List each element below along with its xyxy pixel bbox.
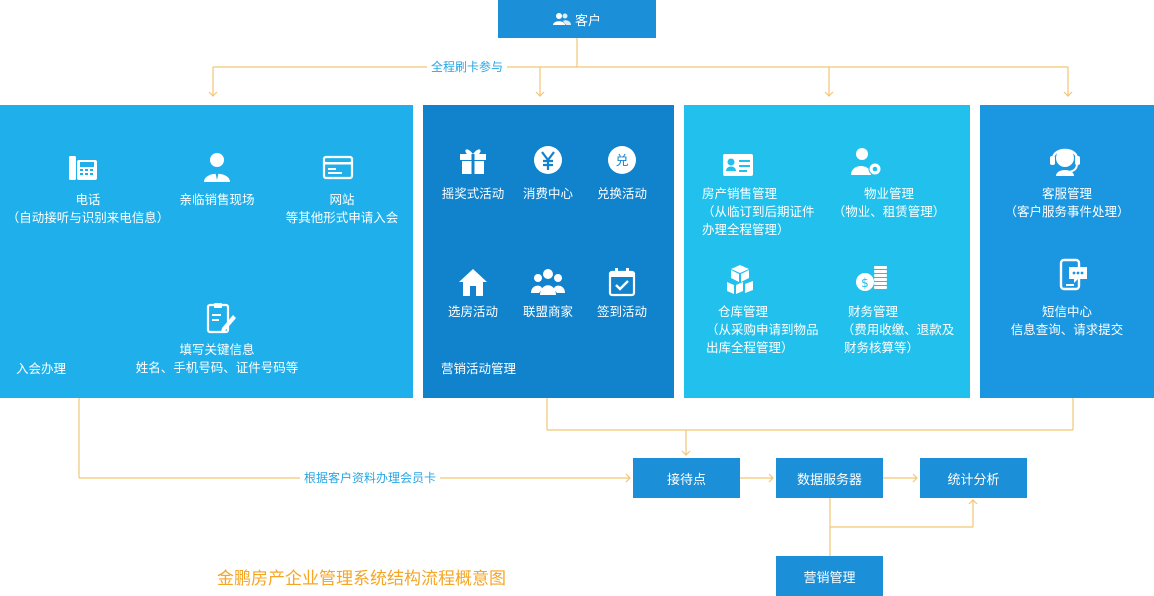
users-icon (552, 12, 571, 26)
form-title: 填写关键信息 (179, 343, 255, 357)
calendar-check-icon (605, 265, 639, 299)
merchants-icon (531, 265, 565, 299)
panel-marketing-activities: 摇奖式活动 消费中心 兑 兑换活动 选房活动 联盟商家 签到活动 营销活动管理 (423, 105, 674, 398)
panel-marketing-footer: 营销活动管理 (441, 362, 517, 376)
phone-title: 电话 (75, 193, 101, 207)
sms-phone-icon (1056, 257, 1090, 291)
service-mgmt-desc: （客户服务事件处理） (1004, 205, 1130, 219)
exchange-icon: 兑 (605, 143, 639, 177)
finance-text: 财务管理 （费用收缴、退款及 财务核算等） (828, 303, 968, 357)
property-sales-desc-2: 办理全程管理） (702, 223, 790, 237)
data-server-node: 数据服务器 (776, 458, 883, 498)
panel-membership-footer: 入会办理 (16, 362, 67, 376)
warehouse-title: 仓库管理 (718, 305, 769, 319)
warehouse-text: 仓库管理 （从采购申请到物品 出库全程管理） (706, 303, 819, 357)
finance-title: 财务管理 (848, 305, 899, 319)
coins-icon: $ (854, 260, 888, 294)
sales-person-icon (200, 150, 234, 184)
phone-icon (66, 150, 100, 184)
finance-desc-2: 财务核算等） (844, 341, 920, 355)
marketing-mgmt-node: 营销管理 (776, 556, 883, 596)
property-mgmt-title: 物业管理 (863, 187, 914, 201)
gift-icon (456, 143, 490, 177)
panel-membership: 电话 （自动接听与识别来电信息） 亲临销售现场 网站 等其他形式申请入会 填写关… (0, 105, 413, 398)
sms-center-text: 短信中心 信息查询、请求提交 (980, 303, 1154, 339)
service-mgmt-text: 客服管理 （客户服务事件处理） (980, 185, 1154, 221)
sales-site-title: 亲临销售现场 (179, 193, 255, 207)
website-icon (321, 150, 355, 184)
property-sales-title: 房产销售管理 (702, 187, 778, 201)
form-desc: 姓名、手机号码、证件号码等 (135, 361, 299, 375)
statistics-node: 统计分析 (920, 458, 1027, 498)
sms-center-title: 短信中心 (1041, 305, 1092, 319)
sms-center-desc: 信息查询、请求提交 (1010, 323, 1124, 337)
activity-house-selection: 选房活动 (447, 305, 498, 319)
top-connector-label: 全程刷卡参与 (427, 60, 508, 74)
warehouse-desc-1: （从采购申请到物品 (706, 323, 819, 337)
property-mgmt-text: 物业管理 （物业、租赁管理） (821, 185, 957, 221)
form-text: 填写关键信息 姓名、手机号码、证件号码等 (117, 341, 317, 377)
phone-text: 电话 （自动接听与识别来电信息） (0, 191, 176, 227)
headset-icon (1048, 142, 1082, 176)
diagram-title: 金鹏房产企业管理系统结构流程概意图 (217, 569, 506, 588)
form-edit-icon (203, 301, 237, 335)
bottom-connector-label: 根据客户资料办理会员卡 (300, 471, 441, 485)
panel-management: 房产销售管理 （从临订到后期证件 办理全程管理） 物业管理 （物业、租赁管理） … (684, 105, 970, 398)
svg-text:$: $ (861, 276, 869, 290)
finance-desc-1: （费用收缴、退款及 (841, 323, 955, 337)
warehouse-desc-2: 出库全程管理） (706, 341, 794, 355)
website-text: 网站 等其他形式申请入会 (262, 191, 422, 227)
activity-alliance-merchants: 联盟商家 (522, 305, 573, 319)
svg-text:兑: 兑 (615, 154, 628, 169)
sales-site-text: 亲临销售现场 (157, 191, 277, 209)
reception-node: 接待点 (633, 458, 740, 498)
service-mgmt-title: 客服管理 (1041, 187, 1092, 201)
activity-check-in: 签到活动 (596, 305, 647, 319)
property-sales-desc-1: （从临订到后期证件 (702, 205, 815, 219)
yen-icon (531, 143, 565, 177)
phone-desc: （自动接听与识别来电信息） (6, 211, 170, 225)
activity-lottery: 摇奖式活动 (441, 187, 505, 201)
website-title: 网站 (329, 193, 355, 207)
user-gear-icon (849, 145, 883, 179)
boxes-icon (723, 263, 757, 297)
property-mgmt-desc: （物业、租赁管理） (832, 205, 946, 219)
panel-customer-service: 客服管理 （客户服务事件处理） 短信中心 信息查询、请求提交 (980, 105, 1154, 398)
id-card-icon (721, 148, 755, 182)
house-icon (456, 265, 490, 299)
customer-node: 客户 (498, 0, 656, 38)
activity-exchange: 兑换活动 (596, 187, 647, 201)
property-sales-text: 房产销售管理 （从临订到后期证件 办理全程管理） (702, 185, 815, 239)
customer-label: 客户 (574, 12, 601, 28)
website-desc: 等其他形式申请入会 (285, 211, 399, 225)
activity-consumption: 消费中心 (522, 187, 573, 201)
